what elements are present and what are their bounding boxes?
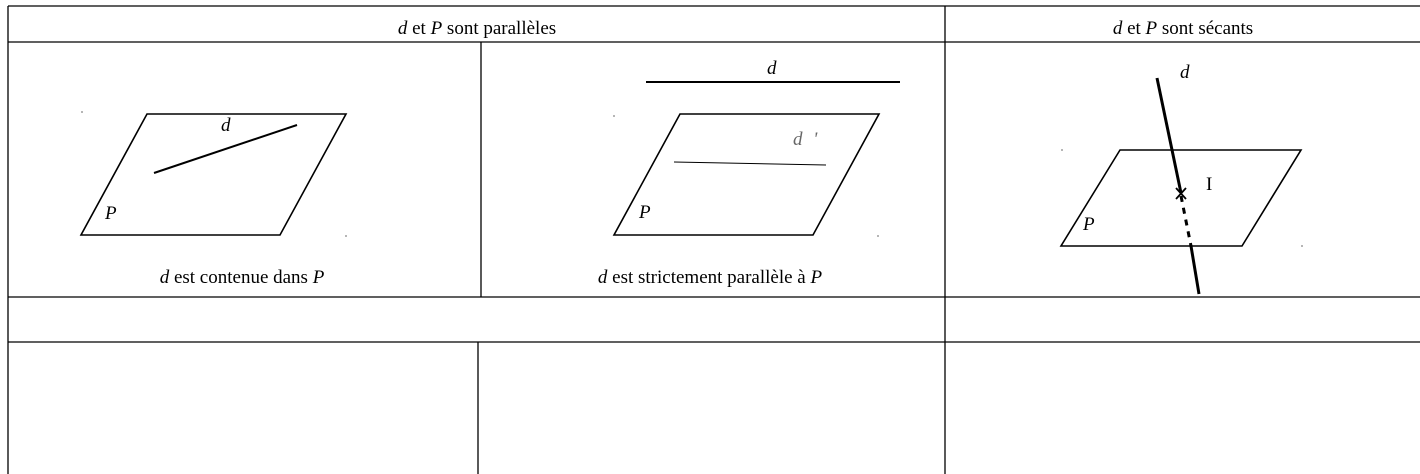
- header-connector: et: [1122, 18, 1146, 39]
- figure2-inner-line-label: d ': [793, 129, 821, 150]
- line-d-visible: [1155, 77, 1183, 194]
- header-connector: et: [407, 18, 431, 39]
- figure1-plane-label: P: [105, 203, 117, 224]
- plane-parallelogram: [1059, 149, 1303, 247]
- line-d-prime: [673, 161, 827, 166]
- figure1-line-label: d: [221, 115, 231, 136]
- line-d-hidden: [1179, 195, 1193, 247]
- caption-text: est strictement parallèle à: [607, 267, 811, 288]
- header-var-p: P: [1145, 18, 1158, 39]
- dot-mark: [345, 235, 347, 237]
- caption-strict: d est strictement parallèle à P: [598, 267, 822, 289]
- caption-var-p: P: [312, 267, 325, 288]
- line-d: [153, 124, 298, 174]
- header-parallel: d et P sont parallèles: [398, 18, 556, 40]
- figure-secant: [1059, 77, 1303, 295]
- dot-mark: [1061, 149, 1063, 151]
- dot-mark: [81, 111, 83, 113]
- dot-mark: [613, 115, 615, 117]
- dot-mark: [1301, 245, 1303, 247]
- header-secant: d et P sont sécants: [1113, 18, 1253, 40]
- caption-contained: d est contenue dans P: [160, 267, 325, 289]
- figure-strict: [612, 81, 900, 237]
- figure3-plane-label: P: [1083, 214, 1095, 235]
- header-verb: sont sécants: [1157, 18, 1254, 39]
- figure2-line-label: d: [767, 58, 777, 79]
- plane-parallelogram: [612, 113, 881, 236]
- caption-var-p: P: [810, 267, 823, 288]
- figure-contained: [79, 111, 348, 237]
- header-var-p: P: [430, 18, 443, 39]
- table-grid: [7, 5, 1420, 474]
- header-verb: sont parallèles: [442, 18, 557, 39]
- figure3-line-label: d: [1180, 62, 1190, 83]
- figure2-plane-label: P: [639, 202, 651, 223]
- intersection-point: [1175, 187, 1187, 200]
- plane-parallelogram: [79, 113, 348, 236]
- caption-var-d: d: [597, 267, 608, 288]
- line-d-below: [1189, 245, 1201, 295]
- caption-var-d: d: [159, 267, 170, 288]
- header-var-d: d: [1112, 18, 1123, 39]
- dot-mark: [877, 235, 879, 237]
- header-var-d: d: [397, 18, 408, 39]
- caption-text: est contenue dans: [169, 267, 313, 288]
- figure3-intersection-label: I: [1206, 174, 1213, 195]
